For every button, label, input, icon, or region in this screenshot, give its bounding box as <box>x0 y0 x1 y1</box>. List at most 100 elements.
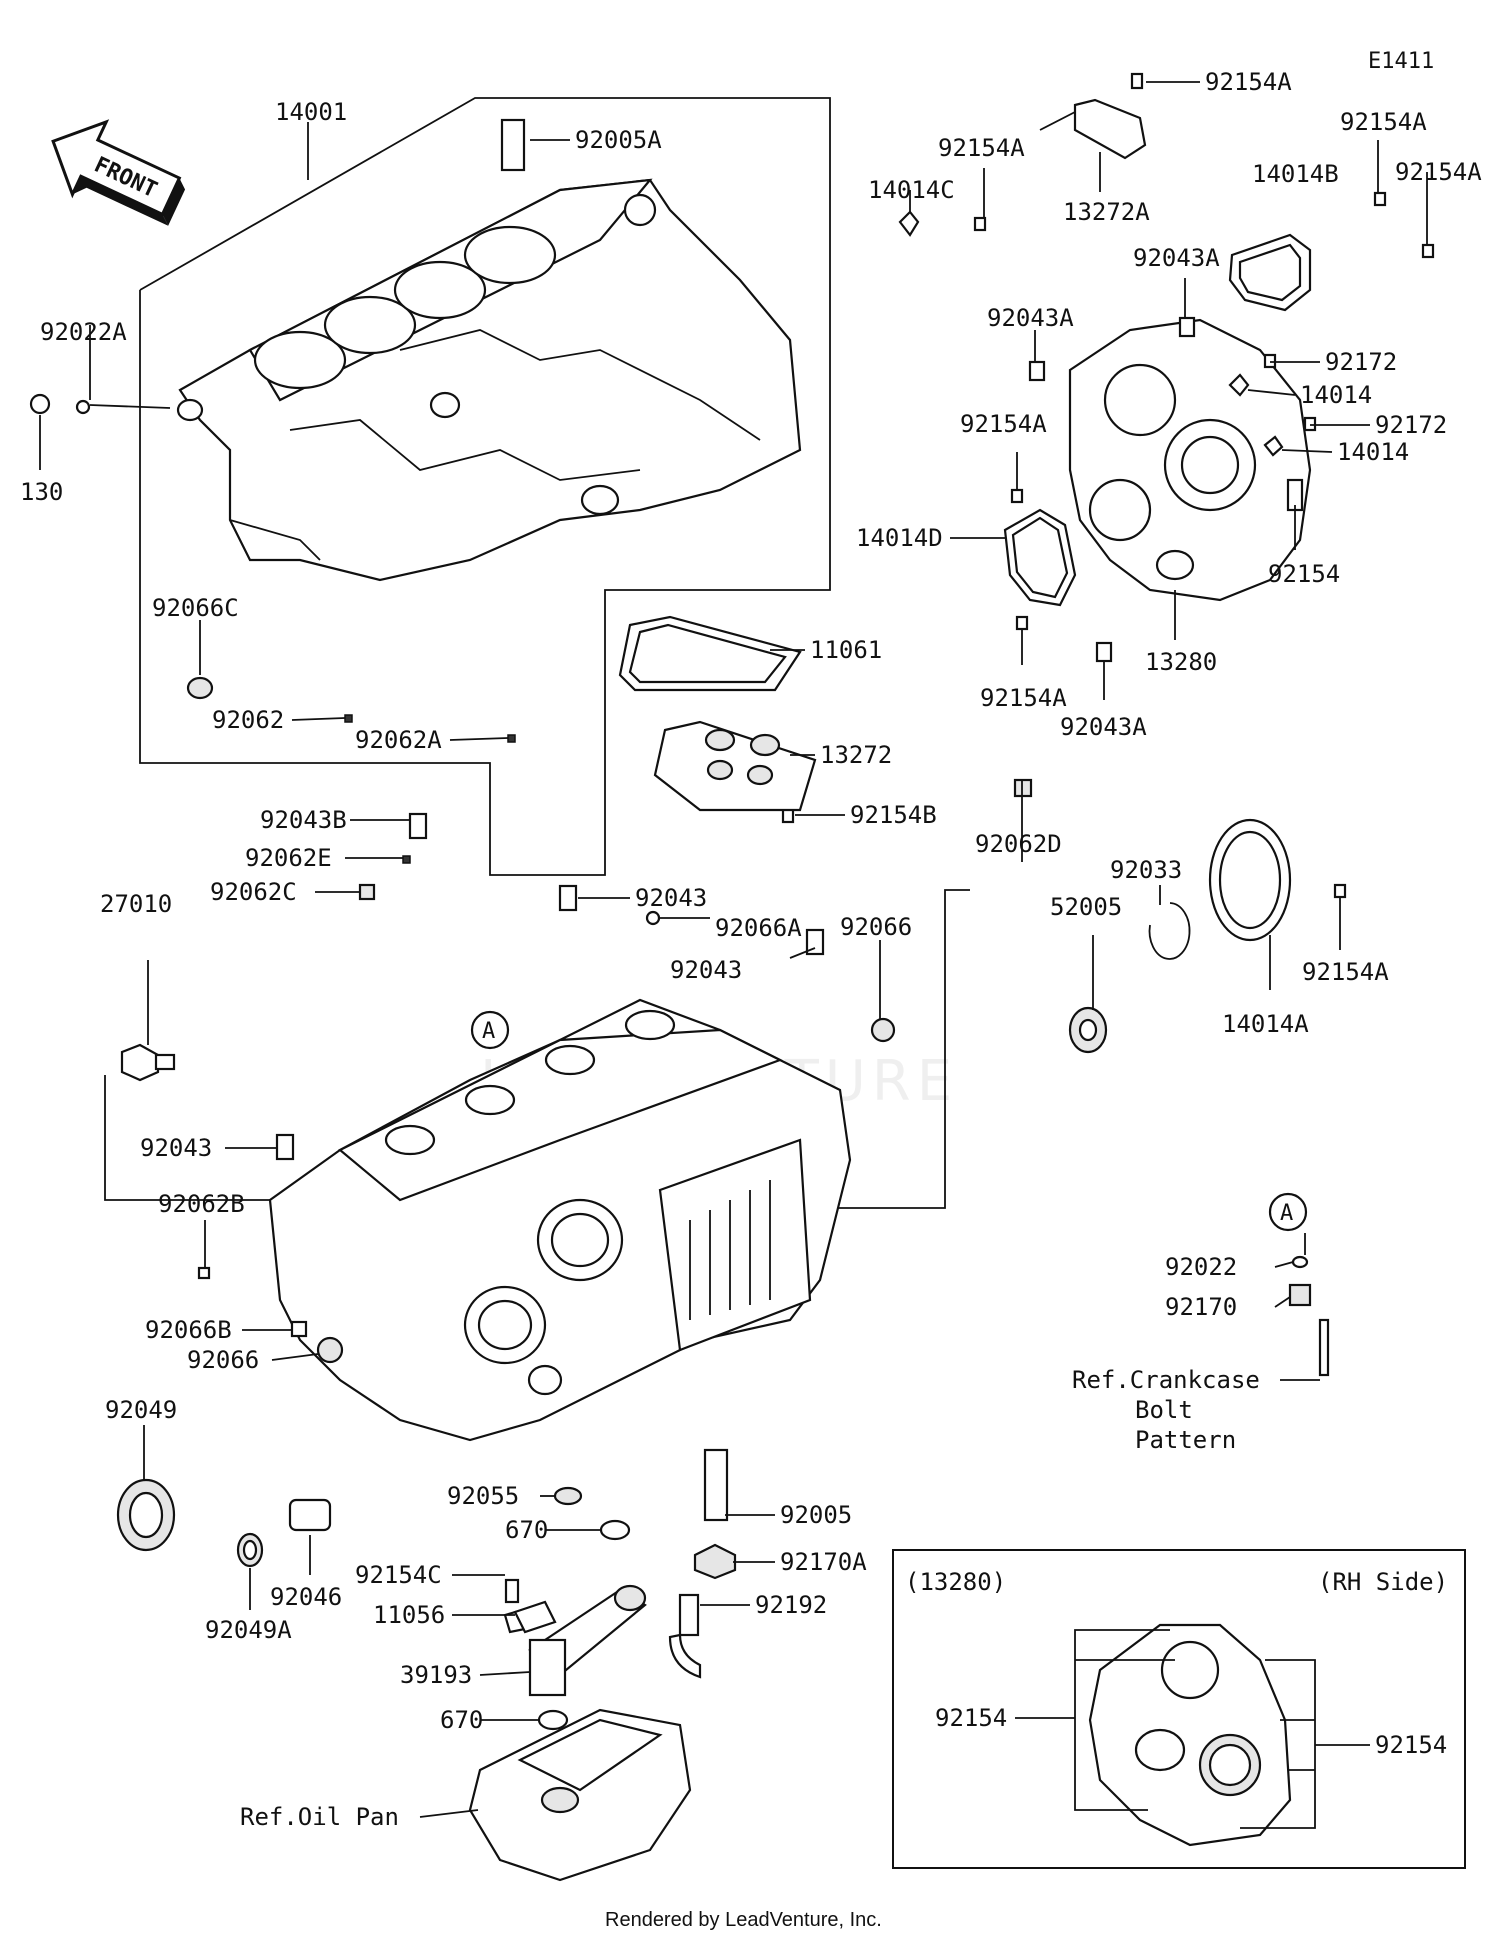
seal-92049 <box>116 1478 176 1552</box>
inset-rh-side: (13280) (RH Side) 92154 92154 <box>892 1549 1466 1869</box>
label-130: 130 <box>20 478 63 506</box>
seal-92049a <box>236 1532 264 1568</box>
diagram-code: E1411 <box>1368 49 1434 74</box>
label-92154a-r2: 92154A <box>1395 158 1482 186</box>
gasket-14014a <box>1208 818 1292 942</box>
ring-92055 <box>553 1486 583 1506</box>
label-92062: 92062 <box>212 706 284 734</box>
label-92043a-3: 92043A <box>1060 713 1147 741</box>
footer-credit: Rendered by LeadVenture, Inc. <box>605 1909 882 1931</box>
label-92154a-left: 92154A <box>938 134 1025 162</box>
label-92043-3: 92043 <box>140 1134 212 1162</box>
label-92170a: 92170A <box>780 1548 867 1576</box>
leader-lines <box>39 81 1428 1818</box>
label-92066b: 92066B <box>145 1316 232 1344</box>
inset-right-label: 92154 <box>1375 1731 1447 1759</box>
label-92062d: 92062D <box>975 830 1062 858</box>
label-92066c: 92066C <box>152 594 239 622</box>
label-92066-2: 92066 <box>187 1346 259 1374</box>
label-92005a: 92005A <box>575 126 662 154</box>
label-ref-bolt-3: Pattern <box>1135 1426 1236 1454</box>
inset-left-label: 92154 <box>935 1704 1007 1732</box>
gear-52005 <box>1068 1006 1108 1054</box>
label-92154a-4: 92154A <box>980 684 1067 712</box>
label-92154: 92154 <box>1268 560 1340 588</box>
label-13272: 13272 <box>820 741 892 769</box>
label-27010: 27010 <box>100 890 172 918</box>
bearing-92046 <box>288 1498 332 1532</box>
label-ref-oil-pan: Ref.Oil Pan <box>240 1803 399 1831</box>
oil-pan-part <box>468 1708 692 1882</box>
label-92005: 92005 <box>780 1501 852 1529</box>
label-92043-1: 92043 <box>635 884 707 912</box>
label-14014c: 14014C <box>868 176 955 204</box>
label-92033: 92033 <box>1110 856 1182 884</box>
label-92066a: 92066A <box>715 914 802 942</box>
label-92172-1: 92172 <box>1325 348 1397 376</box>
label-92043-2: 92043 <box>670 956 742 984</box>
reference-a-marker-2: A <box>1268 1192 1308 1232</box>
label-92062b: 92062B <box>158 1190 245 1218</box>
label-92043a-1: 92043A <box>1133 244 1220 272</box>
sensor-27010 <box>120 1043 176 1082</box>
oring-670-1 <box>599 1519 631 1541</box>
clamp-11056 <box>513 1600 557 1634</box>
circle-a-label-2: A <box>1280 1201 1293 1226</box>
gasket-14014b <box>1228 233 1312 312</box>
front-arrow-icon: FRONT <box>51 119 186 226</box>
label-13280: 13280 <box>1145 648 1217 676</box>
label-92154a-5: 92154A <box>1302 958 1389 986</box>
label-14014a: 14014A <box>1222 1010 1309 1038</box>
label-14014b: 14014B <box>1252 160 1339 188</box>
plug-icons <box>29 393 1330 1377</box>
label-52005: 52005 <box>1050 893 1122 921</box>
gasket-14014d <box>1003 508 1077 607</box>
dowel-icons <box>275 118 1196 1161</box>
lower-crankcase-part <box>268 998 852 1442</box>
label-92170: 92170 <box>1165 1293 1237 1321</box>
label-13272a: 13272A <box>1063 198 1150 226</box>
label-92154a-r1: 92154A <box>1340 108 1427 136</box>
part-labels: 14001 92005A 92022A 130 92066C 92062 920… <box>20 68 1482 1831</box>
label-92043a-2: 92043A <box>987 304 1074 332</box>
label-14014-2: 14014 <box>1337 438 1409 466</box>
label-11056: 11056 <box>373 1601 445 1629</box>
label-92046: 92046 <box>270 1583 342 1611</box>
clip-parts <box>898 210 1284 457</box>
label-92172-2: 92172 <box>1375 411 1447 439</box>
label-670-2: 670 <box>440 1706 483 1734</box>
label-92049a: 92049A <box>205 1616 292 1644</box>
label-92022a: 92022A <box>40 318 127 346</box>
label-92022: 92022 <box>1165 1253 1237 1281</box>
label-14001: 14001 <box>275 98 347 126</box>
label-14014-1: 14014 <box>1300 381 1372 409</box>
label-92154c: 92154C <box>355 1561 442 1589</box>
inset-side: (RH Side) <box>1318 1568 1448 1596</box>
pipe-39193 <box>503 1578 647 1697</box>
upper-crankcase-frame <box>139 97 831 876</box>
circle-a-label: A <box>482 1019 495 1044</box>
label-92066-1: 92066 <box>840 913 912 941</box>
reference-a-marker: A <box>470 1010 510 1050</box>
label-92062c: 92062C <box>210 878 297 906</box>
label-92154a-3: 92154A <box>960 410 1047 438</box>
upper-crankcase-part <box>176 178 802 582</box>
inset-title: (13280) <box>905 1568 1006 1596</box>
baffle-13272 <box>653 720 817 812</box>
label-92055: 92055 <box>447 1482 519 1510</box>
label-92062a: 92062A <box>355 726 442 754</box>
label-11061: 11061 <box>810 636 882 664</box>
circlip-92033 <box>1148 902 1191 960</box>
label-92043b: 92043B <box>260 806 347 834</box>
pipe-92005 <box>668 1448 737 1679</box>
oring-670-2 <box>537 1709 569 1731</box>
plate-13272a <box>1073 98 1147 160</box>
label-670-1: 670 <box>505 1516 548 1544</box>
label-39193: 39193 <box>400 1661 472 1689</box>
label-92154b: 92154B <box>850 801 937 829</box>
gasket-11061 <box>618 615 802 692</box>
label-92192: 92192 <box>755 1591 827 1619</box>
label-ref-bolt-1: Ref.Crankcase <box>1072 1366 1260 1394</box>
label-92062e: 92062E <box>245 844 332 872</box>
